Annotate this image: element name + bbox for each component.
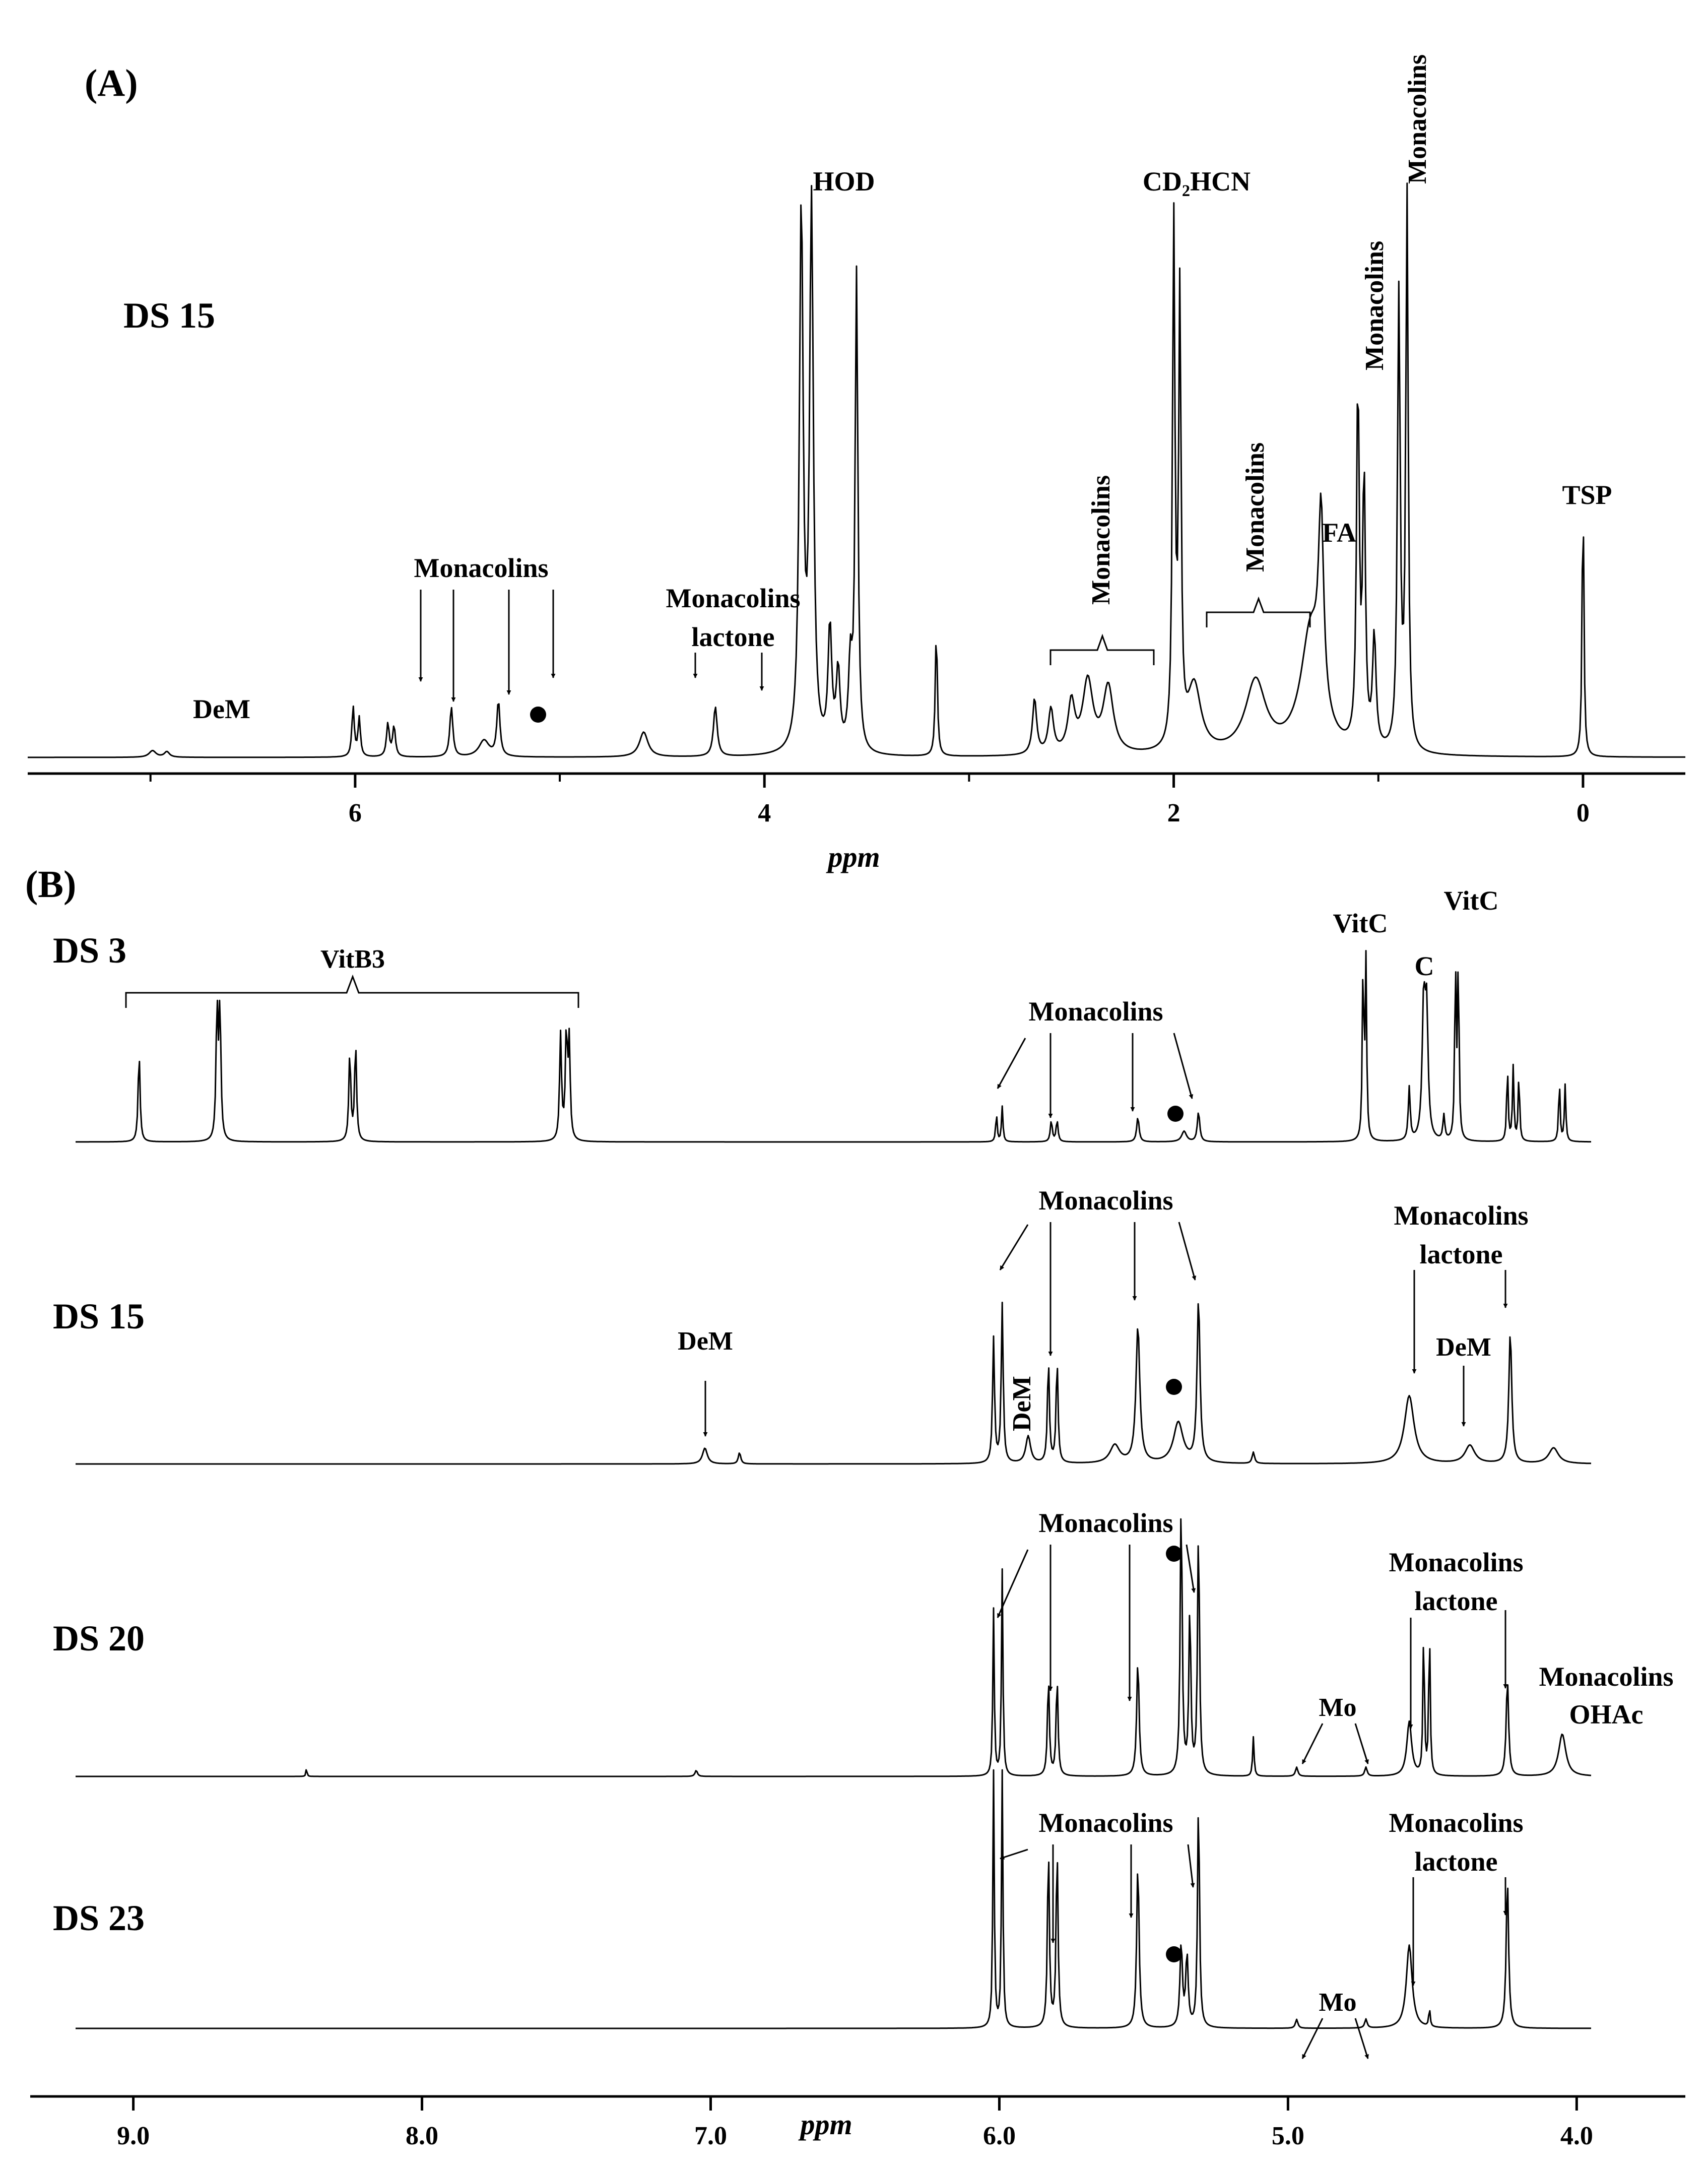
annot-ds15-dem-left: DeM	[678, 1327, 733, 1356]
ds20-spectrum	[76, 1518, 1592, 1777]
panel-a-ticks: 6 4 2 0	[149, 774, 1590, 827]
bracket-vitb3	[125, 974, 579, 1008]
bracket-monacolins-2	[1206, 596, 1311, 627]
annot-ds23-mo: Mo	[1319, 1988, 1356, 2017]
annot-ds20-ohac-2: OHAc	[1569, 1699, 1644, 1730]
panel-a-sample-label: DS 15	[123, 295, 215, 336]
annot-monacolins: Monacolins	[414, 553, 548, 583]
sample-ds3: DS 3	[53, 930, 126, 971]
annot-ds3-monacolins: Monacolins	[1028, 996, 1163, 1027]
annot-ds15-lactone-1: Monacolins	[1394, 1200, 1528, 1231]
panel-a-tick-label: 2	[1167, 799, 1180, 827]
panel-b-ticks: 9.0 8.0 7.0 6.0 5.0 4.0	[117, 2096, 1593, 2150]
annot-ds15-monacolins: Monacolins	[1038, 1185, 1173, 1216]
annot-monacolins-vertical-2: Monacolins	[1360, 241, 1389, 370]
annot-ds20-lactone-2: lactone	[1415, 1586, 1498, 1616]
annot-monacolins-vertical-4: Monacolins	[1087, 475, 1115, 605]
annot-vitb3: VitB3	[320, 945, 385, 974]
annot-ds20-lactone-1: Monacolins	[1389, 1547, 1523, 1577]
arrow-ds23-mo-2	[1354, 2018, 1369, 2059]
arrow-ds20-mo-1	[1301, 1723, 1324, 1764]
annot-ds23-lactone-2: lactone	[1415, 1846, 1498, 1877]
ds20-trace	[76, 1518, 1592, 1777]
dot-marker-ds23	[1166, 1946, 1182, 1962]
annot-dem: DeM	[193, 694, 250, 724]
arrow-ds20-4	[1186, 1544, 1196, 1593]
panel-b-tick-label: 4.0	[1560, 2122, 1593, 2150]
arrow-ds15-4	[1178, 1222, 1197, 1281]
dot-marker-ds20	[1166, 1546, 1182, 1562]
panel-b-tick-label: 8.0	[406, 2122, 438, 2150]
panel-b-tick-label: 7.0	[694, 2122, 727, 2150]
sample-ds20: DS 20	[53, 1618, 145, 1658]
annot-ds15-dem-right: DeM	[1436, 1333, 1491, 1362]
panel-a-tick-label: 4	[758, 799, 771, 827]
annot-hod: HOD	[813, 166, 875, 197]
panel-b-label: (B)	[25, 863, 76, 906]
annot-cd2hcn: CD₂HCN	[1143, 166, 1251, 197]
ds15-spectrum	[76, 1302, 1592, 1465]
annot-ds15-dem-vertical: DeM	[1008, 1376, 1036, 1431]
annot-lactone-line2: lactone	[692, 622, 775, 652]
annot-monacolins-vertical-1: Monacolins	[1403, 54, 1432, 184]
panel-a-label: (A)	[85, 62, 138, 104]
panel-b-x-axis-title: ppm	[798, 2108, 852, 2141]
panel-a-tick-label: 0	[1576, 799, 1590, 827]
ds3-spectrum	[76, 950, 1591, 1143]
annot-vitc-1: VitC	[1333, 908, 1388, 938]
panel-b: (B) DS 3 DS 15 DS 20 DS 23 VitB3 VitC Vi…	[25, 863, 1685, 2150]
panel-b-tick-label: 6.0	[983, 2122, 1016, 2150]
panel-a: (A) DS 15 6 4 2 0 ppm HOD CD₂HCN Monacolins…	[28, 54, 1685, 873]
panel-b-tick-label: 5.0	[1272, 2122, 1304, 2150]
dot-marker-a	[530, 707, 546, 723]
ds3-trace	[76, 950, 1591, 1143]
arrow-ds23-1	[1000, 1848, 1028, 1860]
ds23-trace	[76, 1769, 1591, 2029]
arrow-ds3-4	[1173, 1033, 1194, 1099]
annot-vitc-2: VitC	[1444, 885, 1499, 916]
ds23-spectrum	[76, 1769, 1591, 2029]
annot-fa: FA	[1322, 518, 1356, 548]
annot-ds23-lactone-1: Monacolins	[1389, 1808, 1523, 1838]
annot-ds20-ohac-1: Monacolins	[1539, 1662, 1673, 1692]
bracket-monacolins-1	[1049, 633, 1155, 665]
panel-a-spectrum	[28, 182, 1685, 758]
arrow-ds23-4	[1187, 1844, 1195, 1888]
dot-marker-ds15	[1166, 1379, 1182, 1395]
annot-tsp: TSP	[1562, 480, 1612, 510]
arrow-ds20-1	[997, 1549, 1029, 1618]
annot-lactone-line1: Monacolins	[666, 583, 800, 613]
panel-a-trace-ds15	[28, 182, 1685, 758]
panel-a-x-axis-title: ppm	[825, 841, 880, 873]
annot-ds20-mo: Mo	[1319, 1693, 1356, 1722]
arrow-ds15-1	[999, 1224, 1029, 1270]
ds15-trace	[76, 1302, 1592, 1465]
annot-c: C	[1415, 951, 1434, 981]
sample-ds23: DS 23	[53, 1898, 145, 1938]
annot-monacolins-vertical-3: Monacolins	[1241, 442, 1270, 572]
panel-a-tick-label: 6	[349, 799, 362, 827]
arrow-ds20-mo-2	[1354, 1723, 1369, 1764]
arrow-ds3-1	[997, 1038, 1026, 1089]
annot-ds15-lactone-2: lactone	[1420, 1239, 1503, 1269]
dot-marker-ds3	[1167, 1106, 1184, 1122]
sample-ds15: DS 15	[53, 1296, 145, 1336]
annot-ds23-monacolins: Monacolins	[1038, 1808, 1173, 1838]
panel-b-tick-label: 9.0	[117, 2122, 150, 2150]
arrow-ds23-mo-1	[1301, 2018, 1324, 2059]
annot-ds20-monacolins: Monacolins	[1038, 1508, 1173, 1538]
